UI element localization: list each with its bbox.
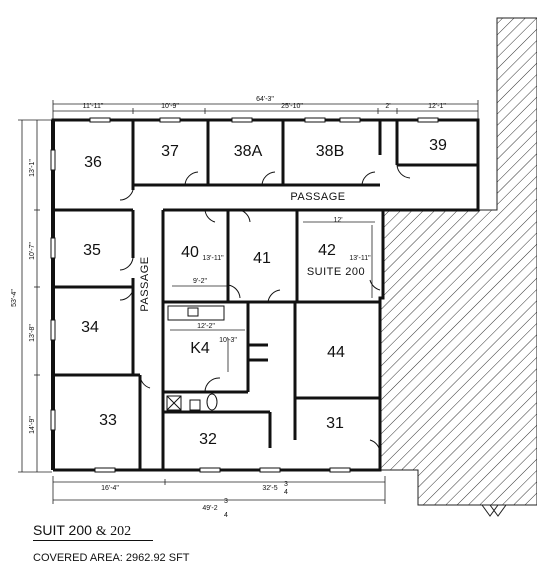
dim-room-42-height: 13'-11" [349, 255, 371, 262]
dim-overall-bottom: 49'-2 [202, 505, 217, 512]
dim-top-2: 10'-9" [161, 103, 179, 110]
covered-area: COVERED AREA: 2962.92 SFT [33, 552, 190, 564]
dim-room-40-height: 13'-11" [202, 255, 224, 262]
dim-left-1: 13'-1" [29, 159, 36, 177]
passage-label: PASSAGE [290, 191, 345, 203]
kitchen-k4-label: K4 [190, 340, 210, 357]
dim-top-4: 2' [385, 103, 390, 110]
dim-k4-height: 10'-3" [219, 337, 237, 344]
dim-overall-top: 64'-3" [256, 96, 274, 103]
dim-room-42-width: 12' [333, 217, 342, 224]
room-35-label: 35 [83, 242, 101, 259]
room-38b-label: 38B [316, 143, 344, 160]
dim-left-4: 14'-9" [29, 416, 36, 434]
room-32-label: 32 [199, 431, 217, 448]
dim-bottom-2-num: 3 [284, 481, 288, 488]
room-44-label: 44 [327, 344, 345, 361]
dimension-lines [18, 100, 479, 504]
room-31-label: 31 [326, 415, 344, 432]
walls [51, 118, 480, 472]
fixtures [166, 305, 225, 411]
room-39-label: 39 [429, 137, 447, 154]
title-underline [33, 540, 153, 541]
dim-left-overall: 53'-4" [11, 289, 18, 307]
room-34-label: 34 [81, 319, 99, 336]
dim-left-2: 10'-7" [29, 242, 36, 260]
dim-left-3: 13'-8" [29, 324, 36, 342]
doors [119, 164, 411, 453]
entry-marker [481, 504, 507, 517]
dim-top-5: 12'-1" [428, 103, 446, 110]
room-40-label: 40 [181, 244, 199, 261]
plan-title: SUIT 200 & 202 [33, 522, 131, 540]
dim-bottom-1: 16'-4" [101, 485, 119, 492]
room-37-label: 37 [161, 143, 179, 160]
dim-overall-bottom-den: 4 [224, 512, 228, 519]
dim-room-40-width: 9'-2" [193, 278, 207, 285]
suite-label: SUITE 200 [307, 266, 365, 278]
windows [50, 117, 439, 473]
hatched-area [379, 17, 537, 506]
dim-bottom-2: 32'-5 [262, 485, 277, 492]
room-38a-label: 38A [234, 143, 263, 160]
dim-top-3: 25'-10" [281, 103, 303, 110]
room-41-label: 41 [253, 250, 271, 267]
passage-side-label: PASSAGE [139, 256, 151, 311]
plan-title-main: SUIT 200 [33, 522, 96, 538]
dim-overall-bottom-num: 3 [224, 498, 228, 505]
room-42-label: 42 [318, 242, 336, 259]
dim-top-1: 11'-11" [83, 103, 104, 110]
plan-title-suffix: & 202 [95, 524, 132, 539]
room-33-label: 33 [99, 412, 117, 429]
dim-bottom-2-den: 4 [284, 489, 288, 496]
dim-k4-width: 12'-2" [197, 323, 215, 330]
room-36-label: 36 [84, 154, 102, 171]
